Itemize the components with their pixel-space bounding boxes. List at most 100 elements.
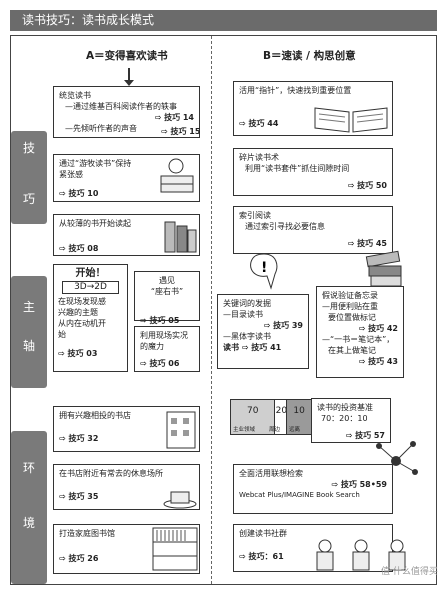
tip-label: ⇨ 技巧 43 (358, 357, 398, 366)
svg-text:!: ! (261, 260, 267, 276)
left-box-live-magic: 利用现场实况 的魔力 ⇨ 技巧 06 (134, 326, 200, 372)
tip-label: ⇨ 技巧 58•59 (331, 480, 387, 489)
bookshelf-illustration (152, 527, 198, 571)
start-title: 开始！ (75, 268, 106, 279)
box-line: —黑体字读书 (223, 332, 271, 341)
box-line: 通过“游牧读书”保持 (59, 159, 132, 168)
tip-label: ⇨ 技巧 44 (239, 119, 279, 128)
box-line: 利用“读书套件”抓住间隙时间 (245, 164, 350, 173)
right-box-index-reading: 索引阅读 通过索引寻找必要信息 ⇨ 技巧 45 (233, 206, 393, 254)
box-line: 全面活用联想检索 (239, 469, 303, 478)
box-line: 索引阅读 (239, 211, 271, 220)
left-box-motto-book: 遇见 “座右书” ⇨ 技巧 05 (134, 271, 200, 325)
sidebar-char: 巧 (22, 192, 35, 206)
box-line: 关键词的发掘 (223, 299, 271, 308)
sidebar-char: 轴 (22, 339, 35, 353)
watermark-text: 值 什么值得买 (381, 567, 438, 577)
tip-label: ⇨ 技巧 39 (263, 321, 303, 330)
reading-person-illustration (160, 158, 194, 193)
ratio-label: 周边 (269, 427, 281, 433)
box-line: —先倾听作者的声音 (65, 124, 137, 133)
box-line: 从内在动机开 (58, 319, 106, 328)
box-line: —目录读书 (223, 310, 263, 319)
tip-label: ⇨ 技巧 57 (345, 431, 385, 440)
column-divider (211, 36, 212, 584)
ratio-segment-peripheral: 20 (274, 400, 288, 434)
right-box-fragment-reading: 碎片读书术 利用“读书套件”抓住间隙时间 ⇨ 技巧 50 (233, 148, 393, 196)
tip-label: ⇨ 技巧 06 (140, 359, 180, 368)
box-line: —通过维基百科阅读作者的轶事 (65, 102, 177, 111)
people-group-illustration (316, 539, 406, 571)
tip-label: ⇨ 技巧 08 (59, 244, 99, 253)
sidebar-char: 主 (22, 300, 35, 314)
left-box-overview-reading: 统览读书 —通过维基百科阅读作者的轶事 ⇨ 技巧 14 —先倾听作者的声音 (53, 86, 200, 138)
tip-label: ⇨ 技巧 10 (59, 189, 99, 198)
diagram-page: A＝变得喜欢读书 B＝速读 / 构思创意 技 巧 主 轴 环 境 统览读书 —通… (10, 35, 438, 585)
box-line: —用便利贴在重 (322, 302, 378, 311)
ratio-label: 远离 (289, 427, 301, 433)
book-stack-illustration (365, 250, 402, 287)
dimension-tag: 3D→2D (62, 281, 119, 294)
box-line: 读书的投资基准 (317, 403, 373, 412)
box-line: 碎片读书术 (239, 153, 279, 162)
box-line: 遇见 (159, 276, 175, 285)
box-line: 统览读书 (59, 91, 91, 100)
cake-illustration (163, 491, 197, 509)
sidebar-environment: 环 境 (11, 431, 47, 584)
tip-label: ⇨ 技巧 03 (58, 349, 98, 358)
tip-label: ⇨ 技巧 50 (347, 181, 387, 190)
sidebar-char: 环 (22, 461, 35, 475)
box-line: 假说验证备忘录 (322, 291, 378, 300)
exclamation-bubble-icon: ! (250, 253, 278, 290)
box-line: 活用“指针”，快速找到重要位置 (239, 86, 352, 95)
ratio-segment-main: 70 (231, 400, 275, 434)
tip-label: ⇨ 技巧 32 (59, 434, 99, 443)
box-line: —“一书＝笔记本”， (322, 335, 395, 344)
page-header: 读书技巧：读书成长模式 (10, 10, 437, 31)
box-line: 在其上做笔记 (328, 346, 376, 355)
box-line: 的魔力 (140, 342, 164, 351)
sidebar-axis: 主 轴 (11, 276, 47, 388)
right-box-investment-ratio: 读书的投资基准 70：20：10 ⇨ 技巧 57 (311, 398, 391, 443)
investment-ratio-bar: 70 20 10 主业领域 周边 远离 (230, 399, 311, 435)
box-line: “座右书” (150, 287, 184, 296)
left-column-title: A＝变得喜欢读书 (86, 50, 168, 62)
tip-label: ⇨ 技巧 14 (154, 113, 194, 122)
tip-label: ⇨ 技巧 26 (59, 554, 99, 563)
tip-label: ⇨ 技巧 15 (161, 127, 201, 136)
ratio-label: 主业领域 (233, 427, 256, 433)
box-line: 利用现场实况 (140, 331, 188, 340)
books-stack-illustration (164, 221, 197, 253)
sidebar-skills: 技 巧 (11, 131, 47, 224)
header-title: 读书技巧：读书成长模式 (22, 13, 155, 27)
box-line: 始 (58, 330, 66, 339)
box-line: 紧张感 (59, 170, 83, 179)
box-line: 通过索引寻找必要信息 (245, 222, 325, 231)
box-line: 打造家庭图书馆 (59, 529, 115, 538)
tip-label: 读书 ⇨ 技巧 41 (223, 343, 282, 352)
bookstore-building-illustration (166, 411, 196, 449)
tip-label: ⇨ 技巧：61 (239, 552, 284, 561)
box-line: 创建读书社群 (239, 529, 287, 538)
box-line: 在现场发现感 (58, 297, 106, 306)
box-line: Webcat Plus/IMAGINE Book Search (239, 491, 360, 499)
sidebar-char: 技 (22, 141, 35, 155)
tip-label: ⇨ 技巧 35 (59, 492, 99, 501)
right-box-keyword-discovery: 关键词的发掘 —目录读书 ⇨ 技巧 39 —黑体字读书 读书 ⇨ 技巧 41 (217, 294, 309, 369)
right-box-associative-search: 全面活用联想检索 ⇨ 技巧 58•59 Webcat Plus/IMAGINE … (233, 464, 393, 514)
box-line: 70：20：10 (321, 414, 368, 423)
right-column-title: B＝速读 / 构思创意 (263, 50, 356, 62)
box-line: 从较薄的书开始读起 (59, 219, 131, 228)
left-box-start: 开始！ 3D→2D 在现场发现感 兴趣的主题 从内在动机开 始 ⇨ 技巧 03 (53, 264, 128, 372)
tip-label: ⇨ 技巧 05 (140, 316, 180, 325)
ratio-segment-remote: 10 (286, 400, 311, 434)
box-line: 兴趣的主题 (58, 308, 98, 317)
box-line: 要位置做标记 (328, 313, 376, 322)
open-book-illustration (314, 107, 388, 133)
left-flow-line (124, 68, 134, 86)
box-line: 在书店附近有常去的休息场所 (59, 469, 163, 478)
sidebar-char: 境 (22, 516, 35, 530)
box-line: 拥有兴趣相投的书店 (59, 411, 131, 420)
tip-label: ⇨ 技巧 42 (358, 324, 398, 333)
tip-label: ⇨ 技巧 45 (347, 239, 387, 248)
